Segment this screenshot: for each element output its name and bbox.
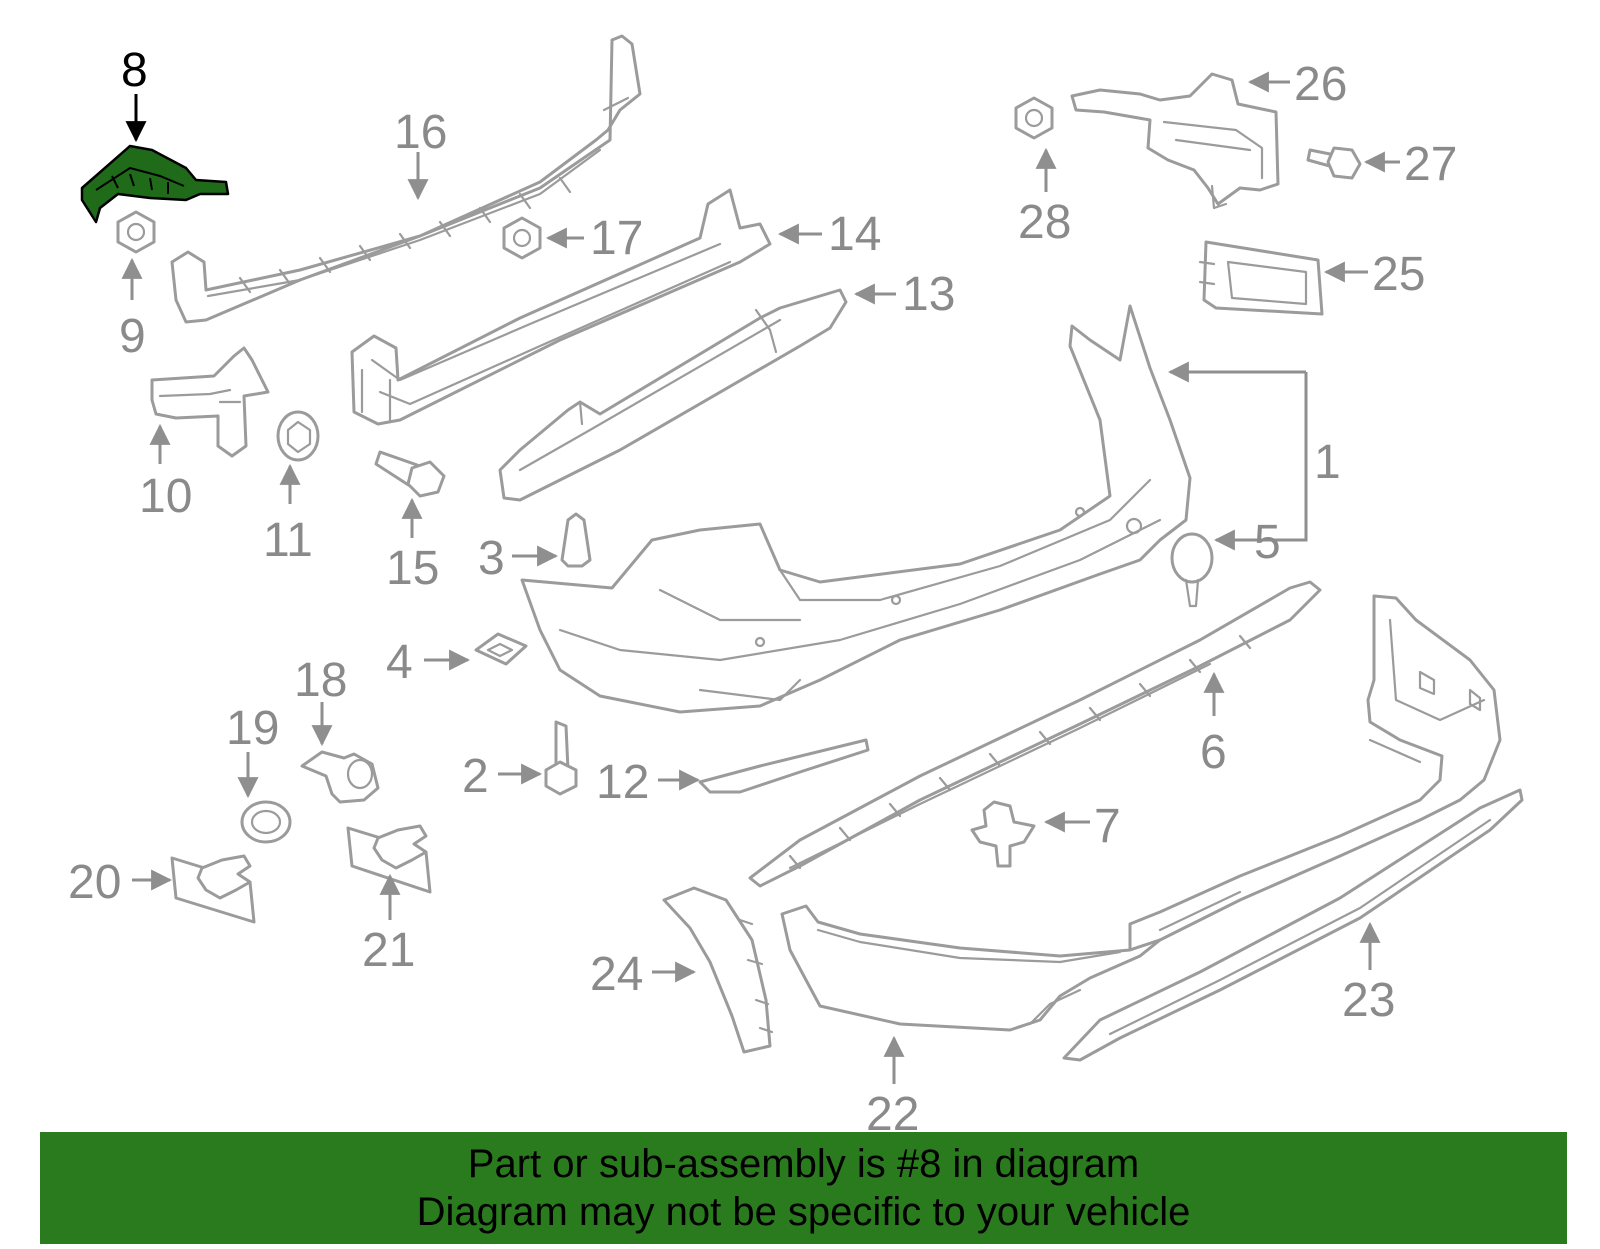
callout-19[interactable]: 19 (226, 702, 279, 755)
callout-17[interactable]: 17 (590, 212, 643, 265)
callout-18[interactable]: 18 (294, 654, 347, 707)
part-18-sensor[interactable] (300, 750, 380, 804)
part-14-reinforcement-beam[interactable] (350, 188, 772, 426)
part-8-bracket[interactable] (80, 144, 230, 224)
part-2-bolt[interactable] (544, 720, 578, 796)
part-5-tow-cap[interactable] (1170, 532, 1214, 608)
part-3-clip[interactable] (560, 512, 592, 568)
part-9-nut[interactable] (116, 210, 156, 254)
part-13-lower-beam[interactable] (498, 288, 848, 502)
callout-10[interactable]: 10 (139, 470, 192, 523)
part-1-bumper-cover[interactable] (520, 304, 1192, 714)
callout-26[interactable]: 26 (1294, 58, 1347, 111)
callout-2[interactable]: 2 (462, 750, 489, 803)
callout-13[interactable]: 13 (902, 268, 955, 321)
part-17-nut[interactable] (502, 216, 542, 260)
part-20-adhesive-pad[interactable] (170, 854, 256, 924)
part-11-nut[interactable] (276, 410, 320, 462)
part-25-sensor-housing[interactable] (1198, 240, 1324, 316)
callout-4[interactable]: 4 (386, 636, 413, 689)
part-22-diffuser[interactable] (780, 904, 1162, 1032)
callout-14[interactable]: 14 (828, 208, 881, 261)
callout-23[interactable]: 23 (1342, 974, 1395, 1027)
callout-16[interactable]: 16 (394, 106, 447, 159)
part-24-side-trim[interactable] (662, 886, 774, 1054)
callout-24[interactable]: 24 (590, 948, 643, 1001)
callout-28[interactable]: 28 (1018, 196, 1071, 249)
part-21-adhesive-pad[interactable] (346, 824, 432, 894)
part-4-clip[interactable] (474, 632, 528, 666)
part-6-lower-strip[interactable] (748, 580, 1322, 888)
part-7-clip[interactable] (970, 800, 1036, 868)
callout-9[interactable]: 9 (119, 310, 146, 363)
callout-3[interactable]: 3 (478, 532, 505, 585)
banner-line-1: Part or sub-assembly is #8 in diagram (467, 1142, 1140, 1186)
part-16-energy-absorber[interactable] (170, 34, 642, 324)
callout-6[interactable]: 6 (1200, 726, 1227, 779)
callout-7[interactable]: 7 (1094, 800, 1121, 853)
part-12-reflector[interactable] (698, 738, 870, 794)
part-23-chrome-strip[interactable] (1062, 788, 1524, 1062)
part-28-nut[interactable] (1014, 96, 1054, 140)
part-27-screw[interactable] (1306, 146, 1362, 180)
part-26-sensor-bracket[interactable] (1070, 72, 1280, 210)
callout-25[interactable]: 25 (1372, 248, 1425, 301)
part-19-grommet[interactable] (240, 800, 292, 844)
part-15-bolt[interactable] (374, 450, 446, 498)
callout-20[interactable]: 20 (68, 856, 121, 909)
callout-5[interactable]: 5 (1254, 516, 1281, 569)
callout-8[interactable]: 8 (121, 44, 148, 97)
callout-15[interactable]: 15 (386, 542, 439, 595)
part-10-bracket[interactable] (150, 346, 270, 458)
callout-12[interactable]: 12 (596, 756, 649, 809)
callout-21[interactable]: 21 (362, 924, 415, 977)
callout-11[interactable]: 11 (263, 514, 313, 567)
banner-line-2: Diagram may not be specific to your vehi… (416, 1190, 1191, 1234)
info-banner: Part or sub-assembly is #8 in diagram Di… (40, 1132, 1567, 1244)
callout-27[interactable]: 27 (1404, 138, 1457, 191)
callout-1[interactable]: 1 (1314, 436, 1341, 489)
bracket-1 (1232, 372, 1308, 542)
